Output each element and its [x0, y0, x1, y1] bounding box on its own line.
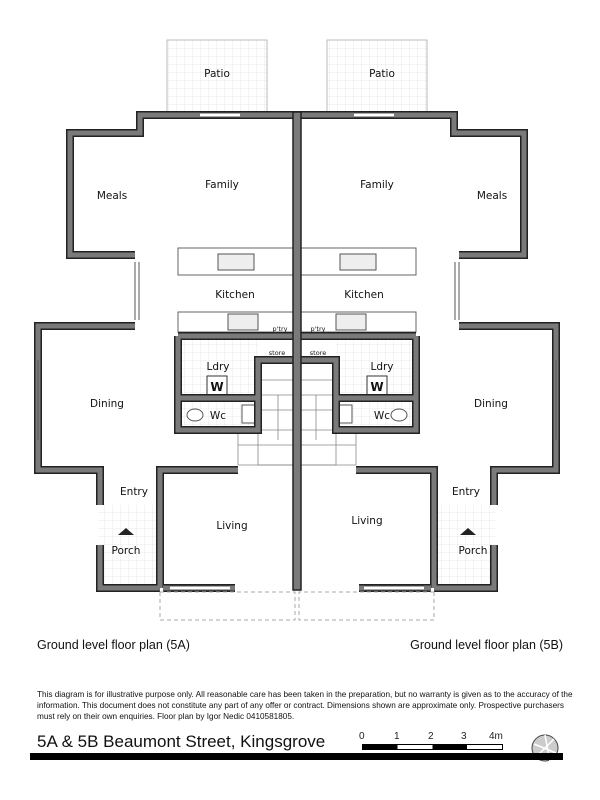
- label-dining-5a: Dining: [90, 398, 124, 410]
- label-living-5b: Living: [351, 515, 382, 527]
- caption-5b: Ground level floor plan (5B): [410, 638, 563, 652]
- label-wc-5a: Wc: [210, 410, 226, 422]
- label-kitchen-5a: Kitchen: [215, 289, 254, 301]
- label-family-5b: Family: [360, 179, 394, 191]
- floor-plan-drawing: Patio Family Meals Kitchen p'try store L…: [0, 0, 600, 630]
- label-washer-5a: W: [210, 380, 223, 394]
- label-entry-5b: Entry: [452, 486, 480, 498]
- label-dining-5b: Dining: [474, 398, 508, 410]
- scale-tick: 3: [461, 731, 467, 742]
- label-pantry-5b: p'try: [311, 325, 326, 333]
- label-porch-5b: Porch: [459, 545, 488, 557]
- label-store-5a: store: [269, 349, 285, 357]
- scale-tick: 4m: [489, 731, 503, 742]
- unit-5a-plan: [38, 40, 297, 620]
- label-meals-5b: Meals: [477, 190, 507, 202]
- property-address: 5A & 5B Beaumont Street, Kingsgrove: [37, 732, 326, 751]
- label-laundry-5a: Ldry: [206, 361, 229, 373]
- caption-5a: Ground level floor plan (5A): [37, 638, 190, 652]
- label-patio-5a: Patio: [204, 68, 230, 80]
- scale-tick: 2: [428, 731, 434, 742]
- label-living-5a: Living: [216, 520, 247, 532]
- label-meals-5a: Meals: [97, 190, 127, 202]
- label-store-5b: store: [310, 349, 326, 357]
- party-wall: [292, 111, 302, 591]
- disclaimer-text: This diagram is for illustrative purpose…: [37, 690, 573, 721]
- scale-tick: 0: [359, 731, 365, 742]
- label-family-5a: Family: [205, 179, 239, 191]
- label-pantry-5a: p'try: [273, 325, 288, 333]
- footer-rule: [30, 753, 563, 760]
- unit-5b-plan: [297, 40, 556, 620]
- label-laundry-5b: Ldry: [370, 361, 393, 373]
- label-entry-5a: Entry: [120, 486, 148, 498]
- scale-tick: 1: [394, 731, 400, 742]
- label-wc-5b: Wc: [374, 410, 390, 422]
- label-patio-5b: Patio: [369, 68, 395, 80]
- label-washer-5b: W: [370, 380, 383, 394]
- label-kitchen-5b: Kitchen: [344, 289, 383, 301]
- label-porch-5a: Porch: [112, 545, 141, 557]
